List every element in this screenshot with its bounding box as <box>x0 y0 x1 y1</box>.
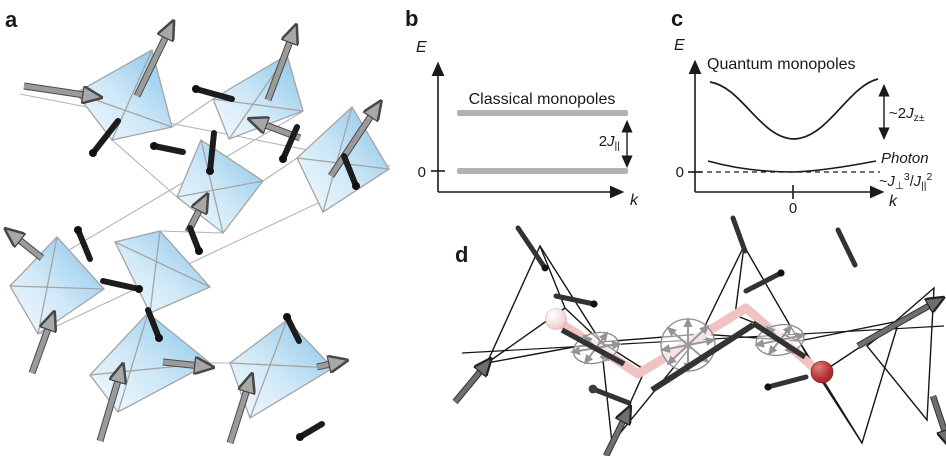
panel-c-label: c <box>671 6 683 31</box>
spin-rod <box>283 313 302 344</box>
c-photon-dispersion-curve <box>707 160 877 173</box>
c-momentum-axis-label: k <box>889 193 898 210</box>
spin-rod <box>192 85 235 102</box>
spin-rod <box>835 227 858 268</box>
fluctuation-ellipse <box>751 320 807 360</box>
spin-rod <box>588 384 632 406</box>
monopole-sphere-light <box>545 308 567 330</box>
chain-spin-arrows <box>452 299 946 456</box>
spin-arrow <box>603 409 629 456</box>
spin-rod <box>743 269 785 294</box>
spin-rod <box>74 226 93 262</box>
spin-rod <box>296 421 325 441</box>
panel-b-energy-diagram: b E k Classical monopoles 0 2J|| <box>405 6 639 209</box>
panel-d-monopole-chain-illustration: d <box>452 215 946 456</box>
fluctuation-ellipse <box>560 327 626 367</box>
spin-arrow <box>316 361 344 367</box>
spin-rod <box>187 225 203 255</box>
tetrahedron <box>176 139 264 234</box>
spin-arrow <box>264 28 295 102</box>
b-band-label: Classical monopoles <box>469 91 616 108</box>
spin-rod <box>89 118 121 157</box>
c-photon-scale-label: ~J⊥3/J||2 <box>879 171 932 192</box>
c-monopole-band-curve <box>709 78 879 140</box>
b-energy-axis-label: E <box>416 39 427 56</box>
panel-b-label: b <box>405 6 418 31</box>
spin-rod <box>145 307 163 342</box>
monopole-sphere-red <box>810 360 834 384</box>
chain-spin-rods <box>515 215 858 406</box>
spin-rod <box>764 374 809 391</box>
spin-arrow <box>23 82 98 97</box>
panel-c-energy-diagram: c E k Quantum monopoles 0 0 ~2Jz± Photon… <box>671 6 932 217</box>
spin-arrow <box>133 24 172 98</box>
panel-d-label: d <box>455 242 468 267</box>
spin-arrows <box>8 24 379 445</box>
spin-arrow <box>328 104 379 178</box>
panel-a-lattice-illustration: a <box>0 7 391 445</box>
spin-rod <box>553 293 598 308</box>
c-gap-label: ~2Jz± <box>889 105 925 124</box>
b-momentum-axis-label: k <box>630 192 639 209</box>
panel-a-label: a <box>5 7 18 32</box>
wireframe-tetrahedron <box>797 320 901 445</box>
c-zero-tick-y-label: 0 <box>676 164 684 181</box>
spin-rod <box>730 215 748 254</box>
spin-arrow <box>96 367 122 442</box>
spin-arrow <box>226 377 251 445</box>
c-zero-tick-x-label: 0 <box>789 200 797 217</box>
spin-arrow <box>452 361 489 405</box>
spin-rod <box>341 153 360 190</box>
fluctuation-ellipse <box>650 317 755 393</box>
spin-arrow <box>856 299 941 349</box>
spin-arrow <box>162 362 210 367</box>
b-lower-flat-band <box>457 168 628 174</box>
spin-rod <box>150 142 186 155</box>
b-zero-tick-label: 0 <box>418 164 426 181</box>
c-photon-label: Photon <box>881 150 929 167</box>
b-upper-flat-band <box>457 110 628 116</box>
c-band-label: Quantum monopoles <box>707 56 856 73</box>
spin-rod <box>515 225 549 272</box>
spin-rods <box>74 85 360 441</box>
spin-arrow <box>28 315 53 375</box>
c-energy-axis-label: E <box>674 37 685 54</box>
spin-rod <box>206 130 217 175</box>
b-gap-label: 2J|| <box>599 133 620 152</box>
spin-rod <box>279 124 300 163</box>
spin-arrow <box>929 394 946 444</box>
fluctuation-ellipses <box>560 317 807 393</box>
spin-rod <box>100 278 143 293</box>
spin-arrow <box>8 231 45 261</box>
